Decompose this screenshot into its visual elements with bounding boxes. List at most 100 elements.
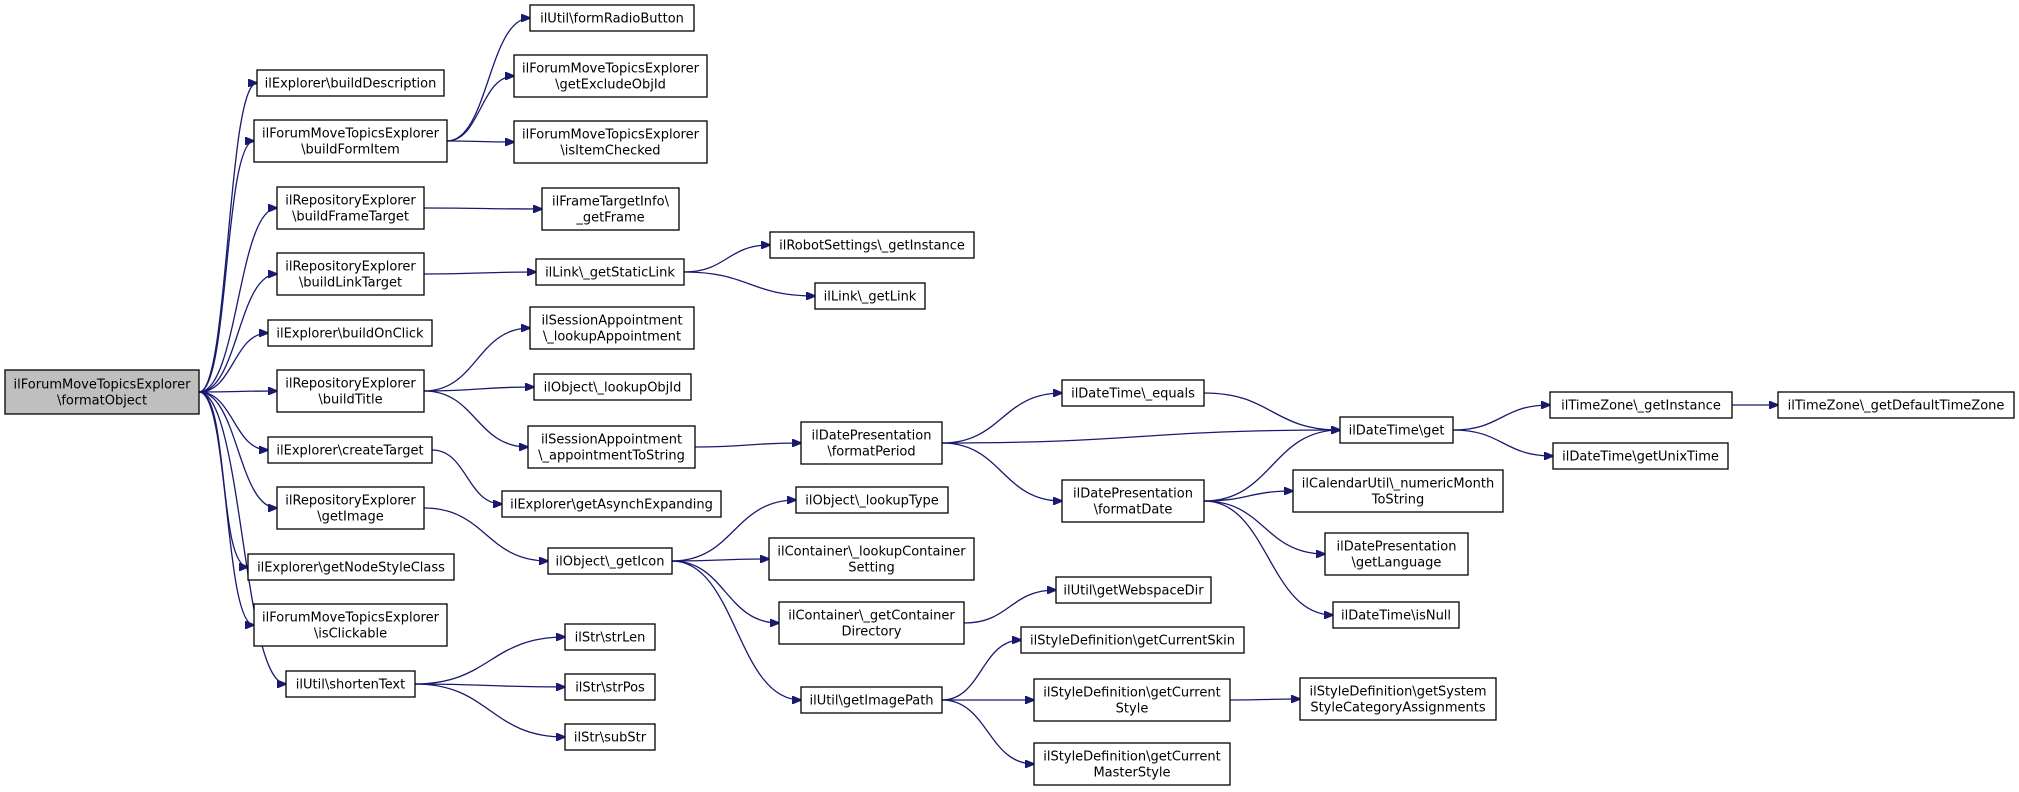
edge-shorten-text-to-str-len bbox=[414, 637, 565, 685]
node-sub-str[interactable]: ilStr\subStr bbox=[564, 723, 656, 751]
node-get-default-time-zone[interactable]: ilTimeZone\_getDefaultTimeZone bbox=[1777, 391, 2015, 419]
edge-get-container-directory-to-get-webspace-dir bbox=[963, 590, 1056, 624]
edge-arrow bbox=[941, 640, 1021, 701]
node-root[interactable]: ilForumMoveTopicsExplorer\formatObject bbox=[4, 369, 200, 415]
node-box bbox=[1055, 576, 1212, 604]
node-get-unix-time[interactable]: ilDateTime\getUnixTime bbox=[1552, 442, 1729, 470]
node-get-node-style-class[interactable]: ilExplorer\getNodeStyleClass bbox=[247, 553, 455, 581]
node-box bbox=[501, 490, 722, 518]
node-is-null[interactable]: ilDateTime\isNull bbox=[1332, 601, 1460, 629]
edge-format-date-to-numeric-month-to-string bbox=[1203, 491, 1293, 502]
edge-arrow bbox=[198, 391, 254, 625]
node-dt-equals[interactable]: ilDateTime\_equals bbox=[1061, 379, 1205, 407]
node-build-form-item[interactable]: ilForumMoveTopicsExplorer\buildFormItem bbox=[253, 119, 448, 163]
node-get-frame[interactable]: ilFrameTargetInfo\_getFrame bbox=[541, 187, 680, 231]
node-get-current-skin[interactable]: ilStyleDefinition\getCurrentSkin bbox=[1020, 626, 1245, 654]
edge-build-form-item-to-form-radio-button bbox=[446, 18, 530, 142]
edge-arrow bbox=[1203, 392, 1340, 430]
node-str-pos[interactable]: ilStr\strPos bbox=[564, 673, 656, 701]
node-label-line: ilContainer\_getContainer bbox=[788, 609, 955, 624]
edge-arrow bbox=[671, 560, 801, 700]
edge-arrow bbox=[431, 449, 502, 504]
node-label-line: ilForumMoveTopicsExplorer bbox=[522, 62, 700, 77]
edge-get-static-link-to-robot-get-instance bbox=[683, 245, 770, 273]
node-label-line: ilObject\_lookupType bbox=[805, 494, 938, 509]
node-get-asynch-expanding[interactable]: ilExplorer\getAsynchExpanding bbox=[501, 490, 722, 518]
node-box bbox=[276, 486, 425, 530]
edge-root-to-build-description bbox=[198, 83, 257, 393]
node-label-line: ilForumMoveTopicsExplorer bbox=[522, 128, 700, 143]
node-shorten-text[interactable]: ilUtil\shortenText bbox=[285, 670, 416, 698]
node-is-item-checked[interactable]: ilForumMoveTopicsExplorer\isItemChecked bbox=[513, 120, 708, 164]
node-build-title[interactable]: ilRepositoryExplorer\buildTitle bbox=[276, 369, 425, 413]
node-label-line: ilDateTime\getUnixTime bbox=[1562, 450, 1719, 465]
node-dt-get[interactable]: ilDateTime\get bbox=[1339, 416, 1454, 444]
node-lookup-type[interactable]: ilObject\_lookupType bbox=[795, 486, 949, 514]
edge-arrow bbox=[198, 391, 286, 684]
node-label-line: ilContainer\_lookupContainer bbox=[777, 545, 966, 560]
edge-build-frame-target-to-get-frame bbox=[423, 208, 542, 209]
node-label-line: ilObject\_getIcon bbox=[556, 555, 665, 570]
node-get-image-path[interactable]: ilUtil\getImagePath bbox=[800, 686, 943, 714]
node-get-language[interactable]: ilDatePresentation\getLanguage bbox=[1324, 532, 1469, 576]
edge-format-period-to-dt-get bbox=[941, 430, 1340, 444]
node-box bbox=[768, 537, 975, 581]
node-get-exclude-obj-id[interactable]: ilForumMoveTopicsExplorer\getExcludeObjI… bbox=[513, 54, 708, 98]
node-label-line: ilDateTime\_equals bbox=[1071, 387, 1195, 402]
node-box bbox=[1552, 442, 1729, 470]
node-get-image[interactable]: ilRepositoryExplorer\getImage bbox=[276, 486, 425, 530]
node-label-line: ilLink\_getLink bbox=[824, 290, 917, 305]
node-box bbox=[1292, 469, 1504, 513]
node-label-line: ilForumMoveTopicsExplorer bbox=[262, 611, 440, 626]
node-box bbox=[527, 425, 696, 469]
node-box bbox=[795, 486, 949, 514]
node-str-len[interactable]: ilStr\strLen bbox=[564, 623, 656, 651]
nodes-layer: ilForumMoveTopicsExplorer\formatObjectil… bbox=[4, 4, 2015, 786]
node-label-line: \formatObject bbox=[57, 394, 147, 409]
node-get-icon[interactable]: ilObject\_getIcon bbox=[547, 547, 673, 575]
node-label-line: \getExcludeObjId bbox=[555, 78, 666, 93]
node-build-on-click[interactable]: ilExplorer\buildOnClick bbox=[267, 319, 433, 347]
node-create-target[interactable]: ilExplorer\createTarget bbox=[267, 436, 433, 464]
node-build-link-target[interactable]: ilRepositoryExplorer\buildLinkTarget bbox=[276, 252, 425, 296]
node-box bbox=[529, 4, 695, 32]
node-format-period[interactable]: ilDatePresentation\formatPeriod bbox=[800, 421, 943, 465]
node-get-webspace-dir[interactable]: ilUtil\getWebspaceDir bbox=[1055, 576, 1212, 604]
edge-arrow bbox=[671, 560, 779, 623]
node-label-line: \getLanguage bbox=[1352, 556, 1442, 571]
node-box bbox=[253, 119, 448, 163]
node-tz-get-instance[interactable]: ilTimeZone\_getInstance bbox=[1549, 391, 1733, 419]
node-box bbox=[276, 369, 425, 413]
node-get-link[interactable]: ilLink\_getLink bbox=[814, 282, 926, 310]
node-box bbox=[4, 369, 200, 415]
node-label-line: \buildLinkTarget bbox=[299, 276, 402, 291]
node-label-line: Setting bbox=[848, 561, 895, 576]
node-build-frame-target[interactable]: ilRepositoryExplorer\buildFrameTarget bbox=[276, 186, 425, 230]
edge-root-to-is-clickable bbox=[198, 391, 254, 625]
edge-arrow bbox=[1203, 500, 1333, 615]
edge-arrow bbox=[1203, 500, 1325, 554]
edge-format-period-to-dt-equals bbox=[941, 393, 1062, 444]
node-format-date[interactable]: ilDatePresentation\formatDate bbox=[1061, 479, 1205, 523]
node-get-static-link[interactable]: ilLink\_getStaticLink bbox=[535, 258, 685, 286]
node-appointment-to-string[interactable]: ilSessionAppointment\_appointmentToStrin… bbox=[527, 425, 696, 469]
node-is-clickable[interactable]: ilForumMoveTopicsExplorer\isClickable bbox=[253, 603, 448, 647]
node-label-line: ilExplorer\buildOnClick bbox=[276, 327, 424, 342]
node-label-line: \buildFrameTarget bbox=[292, 210, 409, 225]
node-form-radio-button[interactable]: ilUtil\formRadioButton bbox=[529, 4, 695, 32]
edge-arrow bbox=[963, 590, 1056, 624]
node-get-system-style-category-assignments[interactable]: ilStyleDefinition\getSystemStyleCategory… bbox=[1299, 677, 1497, 721]
node-build-description[interactable]: ilExplorer\buildDescription bbox=[256, 69, 445, 97]
node-lookup-obj-id[interactable]: ilObject\_lookupObjId bbox=[533, 373, 692, 401]
node-lookup-appointment[interactable]: ilSessionAppointment\_lookupAppointment bbox=[529, 306, 695, 350]
edge-arrow bbox=[1452, 429, 1553, 456]
node-label-line: StyleCategoryAssignments bbox=[1310, 701, 1486, 716]
edge-arrow bbox=[414, 684, 565, 687]
node-robot-get-instance[interactable]: ilRobotSettings\_getInstance bbox=[769, 231, 975, 259]
node-label-line: Directory bbox=[842, 625, 902, 640]
